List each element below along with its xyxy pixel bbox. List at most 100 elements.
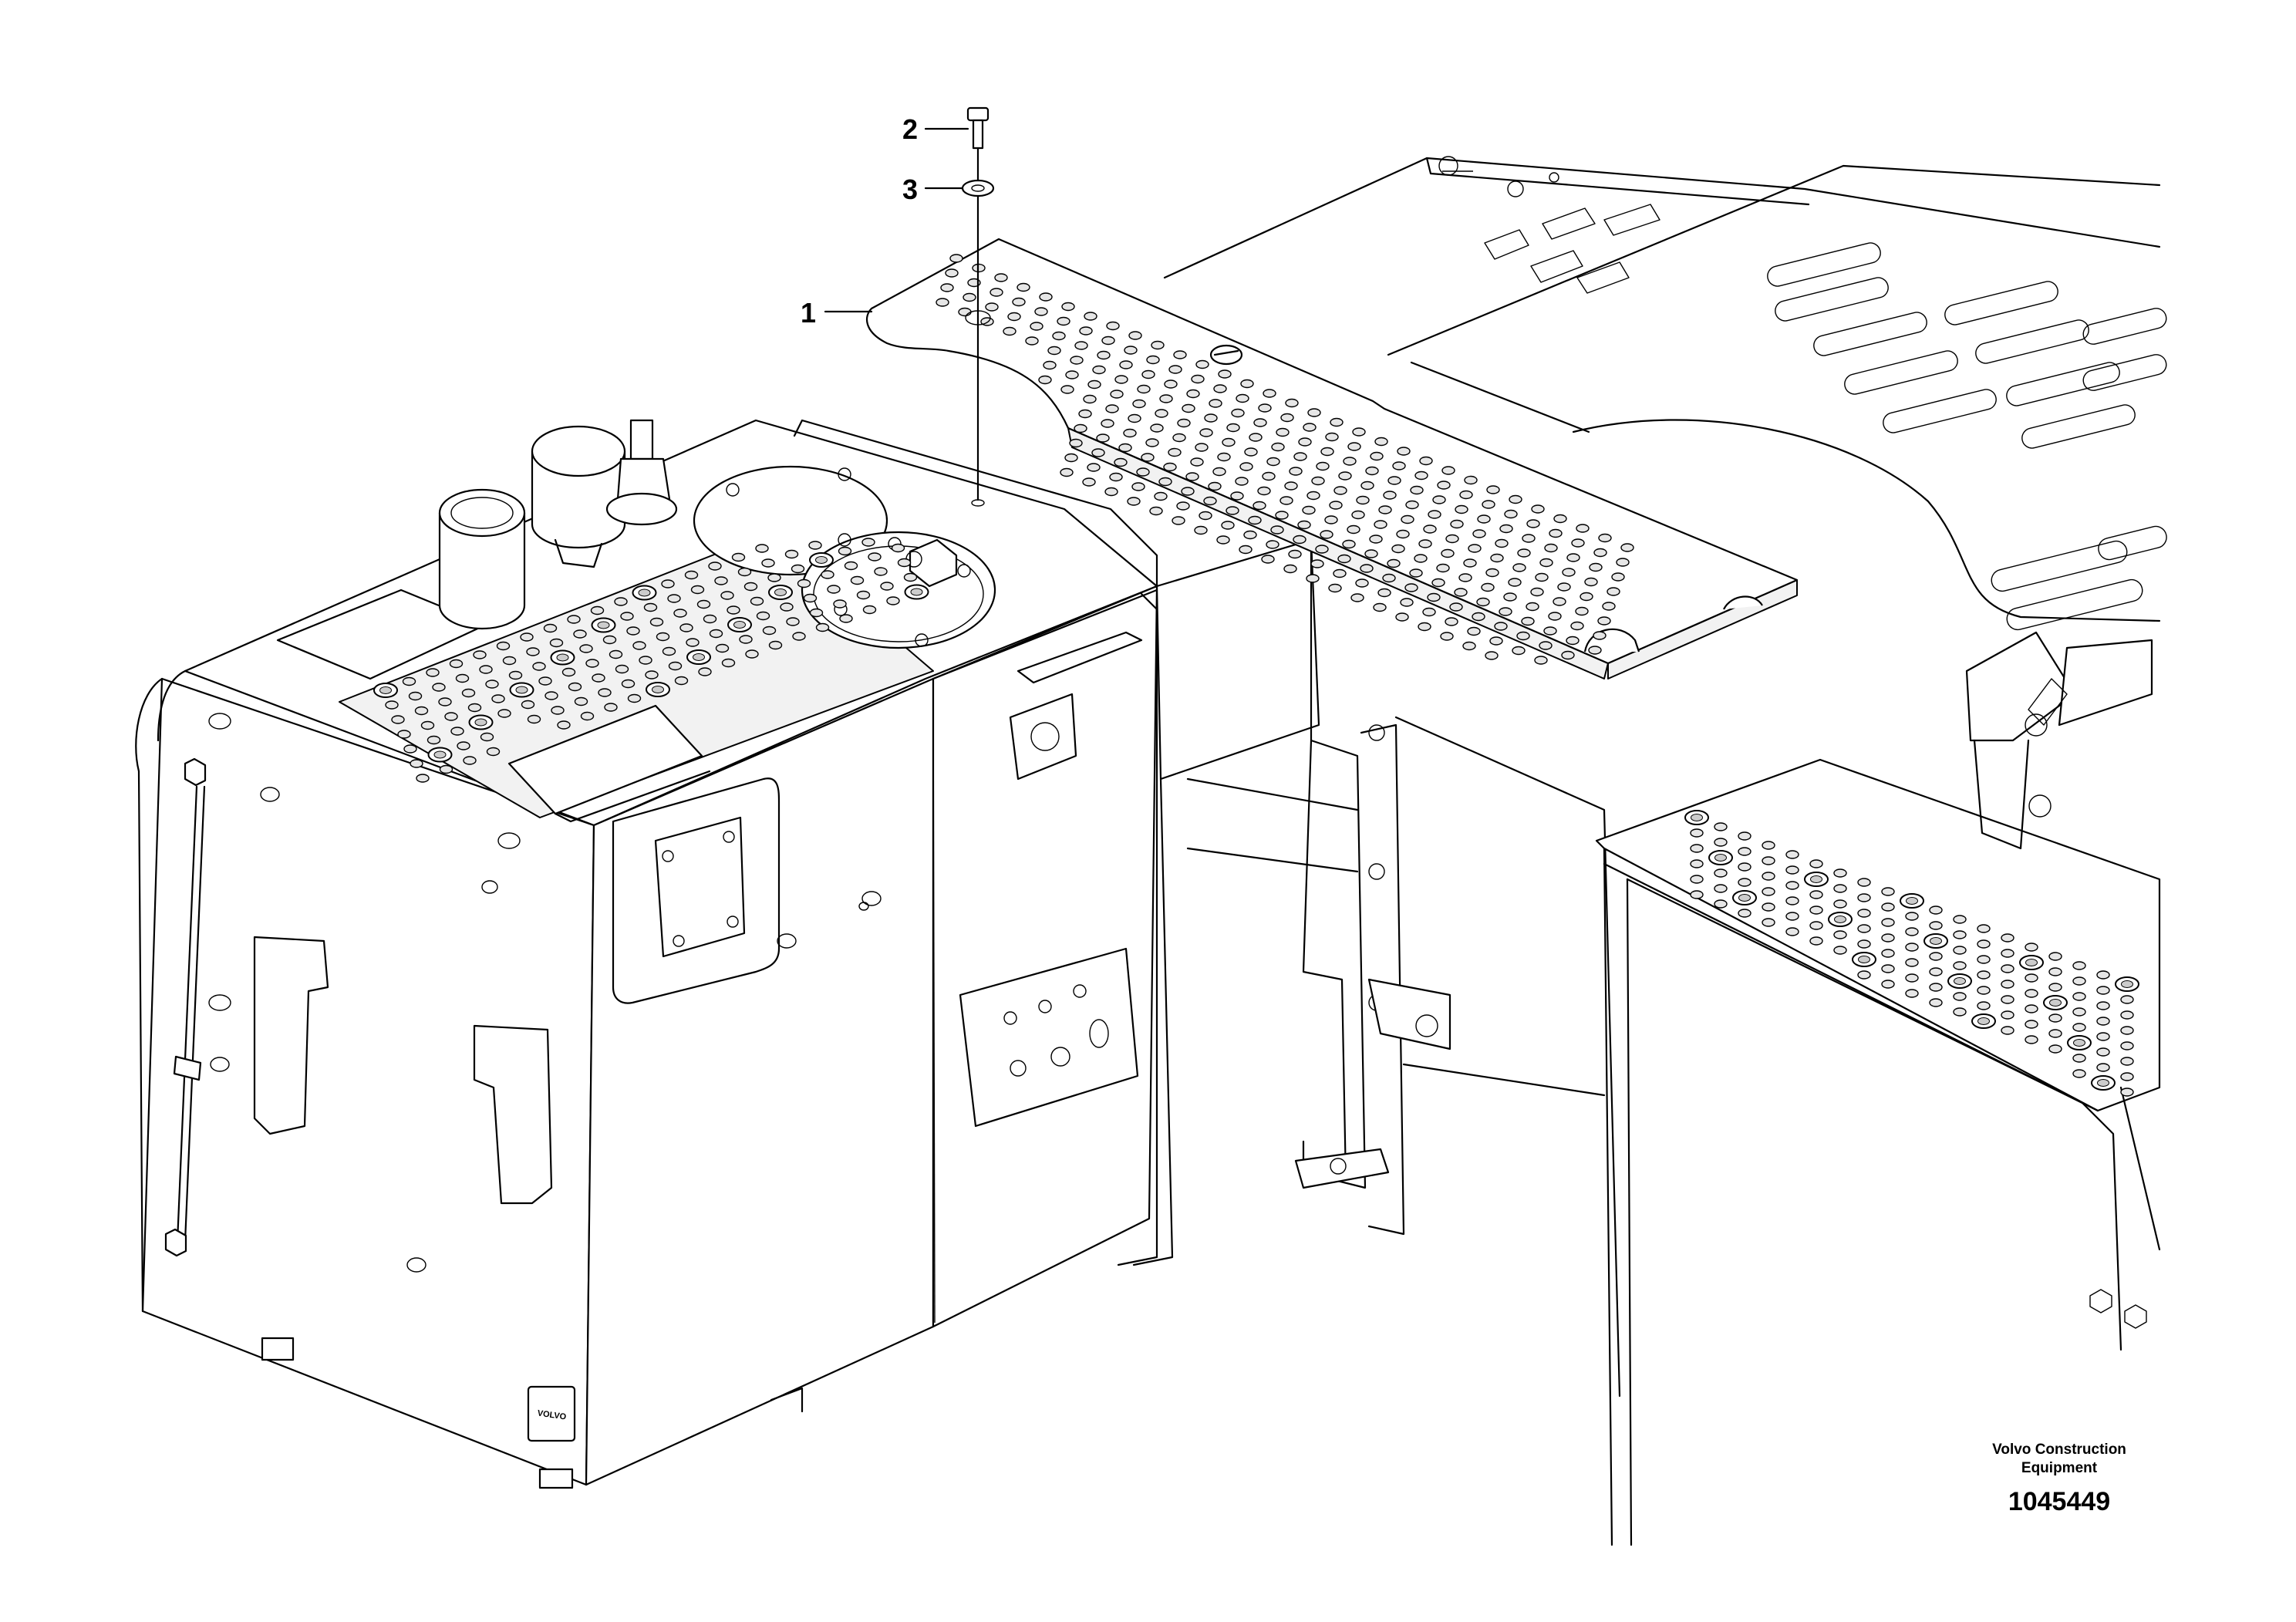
perforation-hole — [604, 703, 618, 712]
perforation-hole — [1253, 418, 1267, 427]
perforation-hole — [461, 688, 476, 698]
perforation-hole — [1230, 491, 1244, 501]
perforation-hole — [1516, 631, 1530, 641]
perforation-hole — [1509, 494, 1522, 504]
perforation-hole — [1360, 481, 1374, 491]
perforation-hole — [1410, 485, 1424, 495]
perforation-hole — [1289, 467, 1303, 476]
perforation-hole — [2120, 1088, 2134, 1097]
perforation-hole — [2096, 1047, 2110, 1057]
perforation-hole — [1575, 606, 1589, 616]
perforation-hole — [1079, 326, 1093, 336]
perforation-hole — [768, 640, 783, 650]
perforation-hole — [1364, 549, 1378, 558]
perforation-hole — [1467, 626, 1481, 636]
perforation-hole — [1486, 485, 1500, 494]
perforation-hole — [1158, 477, 1172, 487]
perforation-hole — [1226, 506, 1239, 515]
manufacturer-line-2: Equipment — [2021, 1460, 2098, 1476]
perforation-hole — [1738, 831, 1752, 841]
perforation-hole — [1370, 451, 1384, 461]
perforation-hole — [750, 596, 764, 606]
perforation-hole — [1881, 918, 1895, 927]
perforation-hole-inner — [1977, 1017, 1990, 1025]
perforation-hole — [756, 611, 770, 621]
perforation-hole — [1576, 524, 1590, 533]
perforation-hole — [1738, 878, 1752, 887]
perforation-hole — [2120, 1026, 2134, 1035]
perforation-hole — [1597, 616, 1611, 626]
cover-plate-holes — [936, 254, 1634, 665]
perforation-hole — [1464, 475, 1478, 485]
perforation-hole — [508, 670, 523, 680]
perforation-hole — [1298, 437, 1312, 447]
perforation-hole — [486, 747, 501, 757]
perforation-hole-inner — [1834, 916, 1846, 923]
perforation-hole — [2025, 1004, 2038, 1013]
perforation-hole — [1391, 544, 1405, 554]
perforation-hole — [1977, 939, 1991, 949]
perforation-hole — [2120, 1057, 2134, 1066]
perforation-hole — [1285, 398, 1299, 408]
perforation-hole — [439, 764, 453, 774]
perforation-hole — [1905, 927, 1919, 936]
perforation-hole — [994, 273, 1008, 282]
perforation-hole — [1302, 505, 1316, 515]
perforation-hole — [1905, 912, 1919, 921]
perforation-hole — [1690, 844, 1704, 853]
perforation-hole — [1762, 872, 1775, 881]
perforation-hole — [1377, 588, 1391, 598]
perforation-hole — [897, 558, 912, 568]
perforation-hole — [485, 679, 499, 689]
perforation-hole — [1762, 902, 1775, 912]
perforation-hole — [1374, 437, 1388, 447]
perforation-hole — [1785, 850, 1799, 859]
perforation-hole — [1176, 501, 1190, 511]
perforation-hole — [602, 635, 617, 645]
filter-cap — [438, 488, 526, 630]
perforation-hole — [963, 292, 976, 302]
perforation-hole — [1441, 466, 1455, 475]
perforation-hole — [580, 711, 595, 721]
perforation-hole — [1320, 447, 1334, 457]
perforation-hole — [1387, 558, 1401, 568]
perforation-hole — [1297, 520, 1311, 530]
perforation-hole — [739, 635, 753, 644]
perforation-hole — [1809, 921, 1823, 930]
perforation-hole — [985, 302, 999, 312]
perforation-hole — [1905, 973, 1919, 983]
perforation-hole — [1468, 544, 1482, 553]
perforation-hole — [1714, 838, 1728, 847]
perforation-hole — [1409, 568, 1423, 578]
perforation-hole — [1953, 961, 1967, 970]
perforation-hole — [1449, 602, 1463, 612]
perforation-hole — [521, 700, 535, 710]
perforation-hole — [1539, 641, 1553, 650]
perforation-hole — [1611, 572, 1625, 582]
perforation-hole — [1714, 868, 1728, 878]
perforation-hole — [567, 615, 581, 624]
perforation-hole — [1953, 992, 1967, 1001]
perforation-hole — [1857, 878, 1871, 887]
perforation-hole-inner — [1810, 875, 1822, 883]
perforation-hole — [1833, 884, 1847, 893]
perforation-hole-inner — [1738, 894, 1751, 902]
perforation-hole — [1607, 587, 1620, 596]
perforation-hole — [1213, 384, 1227, 393]
perforation-hole — [1248, 515, 1262, 525]
perforation-hole — [1437, 481, 1451, 490]
perforation-hole — [1905, 958, 1919, 967]
perforation-hole — [1580, 592, 1593, 602]
perforation-hole — [620, 612, 634, 621]
perforation-hole — [662, 646, 676, 656]
perforation-hole — [532, 662, 546, 671]
perforation-hole — [1150, 423, 1164, 433]
perforation-hole — [1553, 514, 1567, 524]
perforation-hole — [755, 544, 769, 553]
perforation-hole — [385, 700, 399, 710]
perforation-hole — [609, 649, 623, 659]
perforation-hole — [410, 759, 423, 768]
perforation-hole — [1714, 899, 1728, 909]
perforation-hole — [1270, 525, 1284, 534]
